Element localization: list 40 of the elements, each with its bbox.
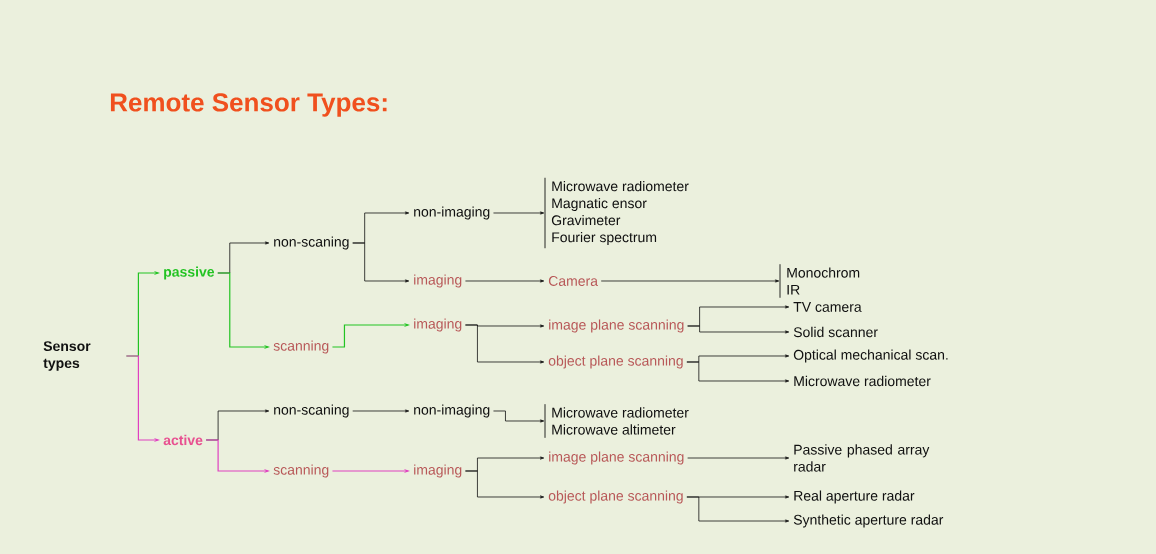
- bracketed-list: Microwave radiometer Microwave altimeter: [544, 403, 689, 439]
- branch-label: non-scaning: [274, 404, 349, 418]
- branch-label: TV camera: [793, 302, 862, 312]
- arrow: [686, 361, 790, 383]
- arrow: [686, 496, 790, 523]
- branch-label: scanning: [273, 340, 329, 354]
- arrow: [493, 410, 545, 423]
- branch-label: scanning: [273, 464, 329, 478]
- arrow: [465, 279, 545, 283]
- branch-label: active: [163, 434, 203, 446]
- branch-label: non-scaning: [274, 236, 349, 250]
- arrow: [600, 279, 780, 283]
- branch-label: imaging: [414, 318, 462, 332]
- branch-label: Synthetic aperture radar: [793, 514, 944, 528]
- branch-label: object plane scanning: [548, 490, 683, 504]
- branch-label: imaging: [414, 274, 462, 288]
- branch-label: image plane scanning: [549, 451, 684, 465]
- arrow: [493, 211, 545, 215]
- arrow: [352, 242, 410, 283]
- branch-label: Optical mechanical scan.: [793, 349, 948, 363]
- branch-label: Real aperture radar: [794, 490, 915, 504]
- bracketed-list: Microwave radiometer Magnatic ensor Gravimeter Fourier spectrum: [544, 177, 689, 249]
- branch-label: non-imaging: [414, 404, 490, 418]
- branch-label: image plane scanning: [549, 319, 684, 333]
- branch-label: passive: [164, 266, 215, 280]
- branch-label: object plane scanning: [548, 355, 683, 369]
- title: Remote Sensor Types:: [110, 93, 387, 117]
- arrow: [465, 324, 545, 364]
- branch-label: non-imaging: [414, 206, 490, 220]
- branch-label: Camera: [548, 276, 598, 286]
- arrow: [687, 325, 790, 334]
- arrow: [687, 456, 790, 460]
- arrow: [465, 470, 545, 499]
- branch-label: imaging: [414, 464, 462, 478]
- branch-label: Solid scanner: [793, 326, 878, 338]
- branch-label: Passive phased array radar: [794, 444, 930, 472]
- bracketed-list: Monochrom IR: [779, 263, 860, 299]
- arrow: [352, 409, 410, 413]
- branch-label: Microwave radiometer: [794, 375, 931, 387]
- root-label: Sensor types: [43, 341, 91, 371]
